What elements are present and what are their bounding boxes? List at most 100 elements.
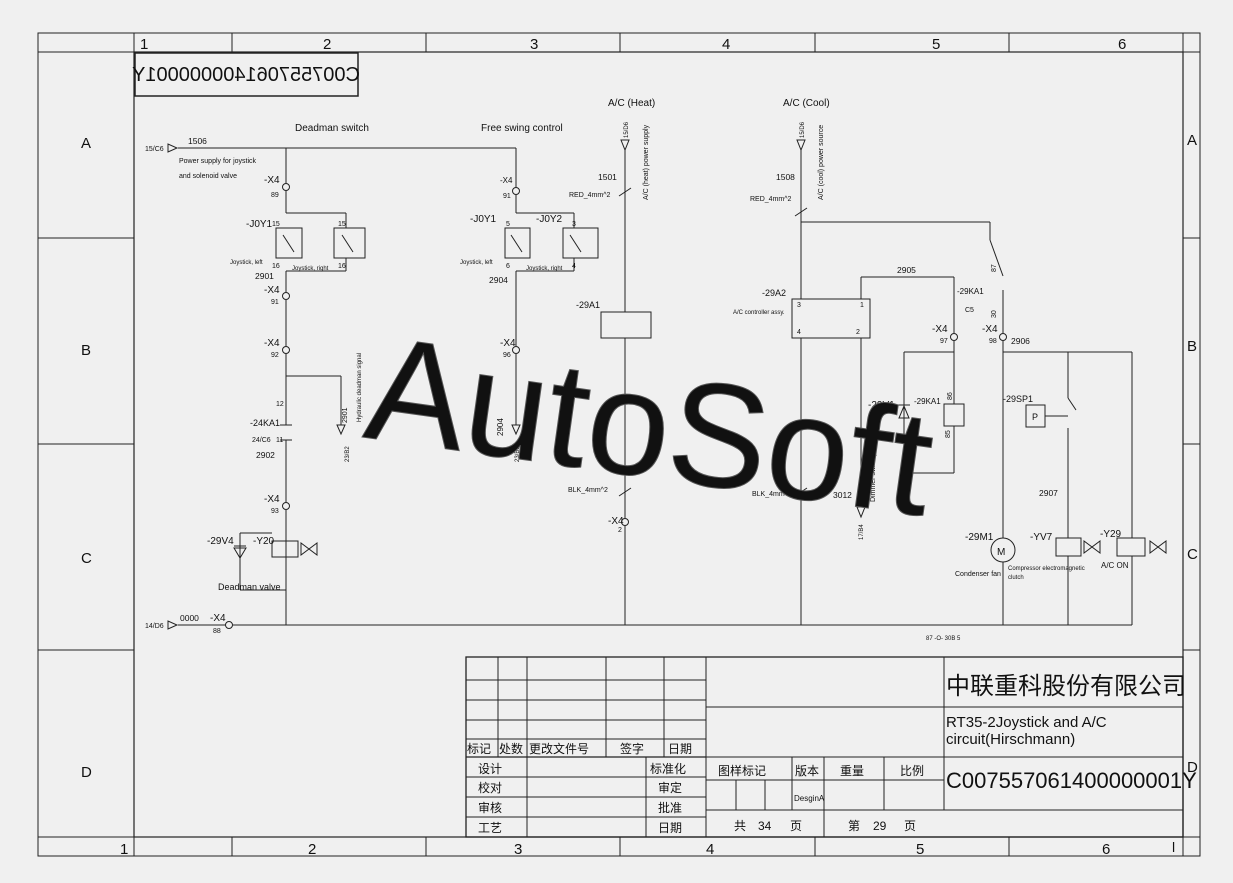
terminal-x4-89 [282,183,290,191]
title-block-text: 中联重科股份有限公司 RT35-2Joystick and A/C circui… [467,672,1197,835]
a2-term-2: 2 [856,329,860,336]
wire-2901: 2901 [255,271,274,281]
mirrored-number-group: C007557061400000001Y [132,64,360,86]
diode-29v4-label: -29V4 [207,536,234,547]
motor-m: M [997,547,1005,558]
rev-header-sign: 签字 [620,741,644,756]
x4-pin-89: 89 [271,192,279,199]
condenser-fan-label: Condenser fan [955,571,1001,578]
joy1-label: -J0Y1 [246,219,273,230]
terminal-x4-93 [282,502,290,510]
col-label-top-6: 6 [1118,36,1126,53]
heat-ref: 15/D6 [624,121,630,138]
frame-labels: 1 2 3 4 5 6 1 2 3 4 5 6 l A B C D A B C … [81,36,1198,858]
hydraulic-signal-label: Hydraulic deadman signal [357,353,363,422]
sub-header-version: 版本 [795,764,819,778]
heat-psu-label: A/C (heat) power supply [643,124,650,200]
x4-label-91: -X4 [264,285,280,296]
drawing-title-line1: RT35-2Joystick and A/C [946,714,1107,731]
role-standard: 标准化 [650,762,686,776]
col-label-bottom-1: 1 [120,841,128,858]
heat-psu-arrow [620,139,630,152]
ka1-coil-label: -29KA1 [914,397,941,406]
joy1r-pin-16: 16 [338,263,346,270]
condenser-fan-motor [990,537,1016,563]
x4-label-91b: -X4 [500,176,513,185]
joy2-right-switch [562,227,599,259]
joy-right-label-b: Joystick, right [526,266,563,272]
wire-2907: 2907 [1039,488,1058,498]
role-review: 审核 [478,800,502,815]
wire-2905: 2905 [897,265,916,275]
wire-0000: 0000 [180,613,199,623]
sub-header-mark: 图样标记 [718,763,766,778]
wire-2904: 2904 [489,275,508,285]
a2-term-1: 1 [860,302,864,309]
y20-coil [271,540,299,558]
contact-12: 12 [276,401,284,408]
x4-pin-2: 2 [618,527,622,534]
a2-term-3: 3 [797,302,801,309]
yv7-label: -YV7 [1030,532,1053,543]
section-ac-heat: A/C (Heat) [608,98,655,109]
a1-heater-relay [600,311,652,339]
col-label-bottom-2: 2 [308,841,316,858]
terminal-x4-92 [282,346,290,354]
role-design: 设计 [478,762,502,776]
joy-pin-5: 5 [506,221,510,228]
page-prefix: 第 [848,819,860,833]
x4-pin-88: 88 [213,628,221,635]
wire-1508: 1508 [776,172,795,182]
joy2-pin-4: 4 [572,263,576,270]
x4-pin-96: 96 [503,352,511,359]
free-swing-signal-arrow [511,424,521,436]
terminal-x4-2 [621,518,629,526]
total-prefix: 共 [734,819,746,833]
c5-label: C5 [965,307,974,314]
x4-pin-98: 98 [989,338,997,345]
joy2-left-switch [504,227,531,259]
joy-left-label-a: Joystick, left [230,260,263,266]
yv7-clutch-coil [1055,537,1082,557]
role-process: 工艺 [478,821,502,835]
joy2-label: -J0Y2 [536,214,563,225]
row-label-right-d: D [1187,759,1198,776]
red-wire-cool: RED_4mm^2 [750,196,792,203]
psu-note-line2: and solenoid valve [179,173,237,180]
wire-3012: 3012 [833,490,852,500]
relay-24ka1-ref: 24/C6 [252,437,271,444]
a2-controller [791,298,871,339]
mirrored-drawing-number: C007557061400000001Y [132,64,360,86]
input-ref-top: 15/C6 [145,146,164,153]
a2-label: -29A2 [762,288,786,298]
rev-header-count: 处数 [499,741,523,756]
terminal-x4-91 [282,292,290,300]
x4-label-98: -X4 [982,324,998,335]
row-label-left-a: A [81,135,91,152]
col-label-top-4: 4 [722,36,730,53]
row-label-left-c: C [81,550,92,567]
role-date: 日期 [658,821,682,835]
col-label-bottom-4: 4 [706,841,714,858]
wire-2906: 2906 [1011,336,1030,346]
drawing-number: C007557061400000001Y [946,768,1197,793]
circuit-labels: Deadman switch Free swing control A/C (H… [145,98,1129,642]
m1-label: -29M1 [965,532,994,543]
clutch-label-1: Compressor electromagnetic [1008,566,1085,572]
wire-2904-vertical: 2904 [496,418,505,436]
corner-mark: l [1172,839,1175,855]
rev-header-doc: 更改文件号 [529,741,589,756]
diode-29v1-label: -29V1 [868,400,895,411]
joy-right-label-a: Joystick, right [292,266,329,272]
joy1-right-switch [333,227,366,259]
x4-label-2: -X4 [608,516,624,527]
x4-label-97: -X4 [932,324,948,335]
a2-term-4: 4 [797,329,801,336]
wire-1506: 1506 [188,136,207,146]
pressure-p: P [1032,412,1038,422]
role-ratify: 批准 [658,800,682,815]
pin-30: 30 [991,310,998,318]
diode-29v4 [233,547,247,559]
x4-label-89: -X4 [264,175,280,186]
total-suffix: 页 [790,819,802,833]
